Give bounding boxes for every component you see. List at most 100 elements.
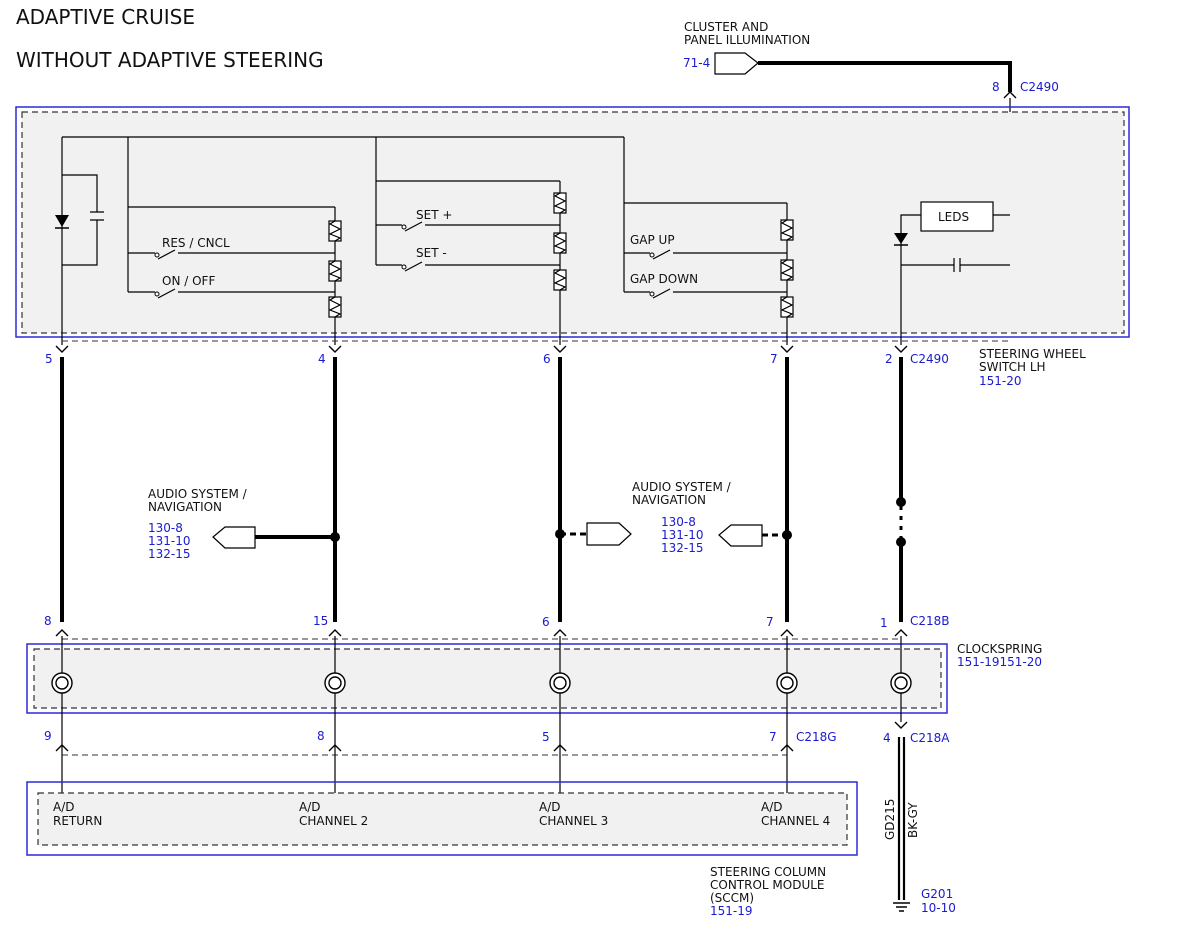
ground-ref-page: 10-10 bbox=[921, 901, 956, 915]
ground-wire-id: GD215 bbox=[883, 799, 897, 840]
sccm-ch4-line2: CHANNEL 4 bbox=[761, 814, 830, 828]
audio-right-connector-icon bbox=[718, 524, 763, 547]
ground-icon bbox=[893, 902, 910, 912]
pin-arrow bbox=[55, 345, 908, 353]
c218b-pin-8: 8 bbox=[44, 614, 52, 628]
audio-right-label-2: NAVIGATION bbox=[632, 493, 706, 507]
sccm-ch1-line1: A/D bbox=[53, 800, 75, 814]
clockspring-ref: 151-19151-20 bbox=[957, 655, 1042, 669]
resistor-zig bbox=[328, 260, 342, 282]
audio-left-ref-2: 131-10 bbox=[148, 534, 191, 548]
audio-mid-connector-icon bbox=[586, 522, 632, 546]
cluster-connector-icon bbox=[714, 52, 759, 75]
steering-wheel-switch-box bbox=[15, 106, 1130, 338]
switch-res-cncl-label: RES / CNCL bbox=[162, 236, 230, 250]
swl-pin-6: 6 bbox=[543, 352, 551, 366]
resistor-zig bbox=[328, 220, 342, 242]
ground-ref: G201 bbox=[921, 887, 953, 901]
audio-left-label-1: AUDIO SYSTEM / bbox=[148, 487, 248, 501]
pin-arrow bbox=[55, 744, 794, 752]
switch-set-plus-icon bbox=[376, 221, 560, 232]
leds-box bbox=[920, 201, 994, 232]
cluster-pin: 8 bbox=[992, 80, 1000, 94]
switch-gap-down-label: GAP DOWN bbox=[630, 272, 698, 286]
audio-right-ref-1: 130-8 bbox=[661, 515, 696, 529]
ground-wire-color: BK-GY bbox=[906, 802, 920, 838]
switch-contact bbox=[649, 291, 655, 297]
sccm-ch3-line1: A/D bbox=[539, 800, 561, 814]
splice-dot bbox=[896, 497, 906, 507]
switch-gap-up-label: GAP UP bbox=[630, 233, 675, 247]
swl-connector: C2490 bbox=[910, 352, 949, 366]
cluster-connector: C2490 bbox=[1020, 80, 1059, 94]
switch-contact bbox=[649, 252, 655, 258]
swl-pin-5: 5 bbox=[45, 352, 53, 366]
splice-dot bbox=[896, 537, 906, 547]
steering-wheel-switch-ref: 151-20 bbox=[979, 374, 1022, 388]
sccm-ref: 151-19 bbox=[710, 904, 753, 918]
c218b-pin-15: 15 bbox=[313, 614, 328, 628]
resistor-zig bbox=[553, 269, 567, 291]
sccm-ch4-line1: A/D bbox=[761, 800, 783, 814]
diagram-title: ADAPTIVE CRUISE bbox=[16, 5, 195, 29]
swl-pin-4: 4 bbox=[318, 352, 326, 366]
cluster-label-1: CLUSTER AND bbox=[684, 20, 768, 34]
cluster-label-2: PANEL ILLUMINATION bbox=[684, 33, 810, 47]
audio-left-label-2: NAVIGATION bbox=[148, 500, 222, 514]
leds-label: LEDS bbox=[938, 210, 969, 224]
resistor-zig bbox=[553, 192, 567, 214]
led-diode-icon bbox=[894, 233, 908, 244]
sccm-ch2-line2: CHANNEL 2 bbox=[299, 814, 368, 828]
sccm-label-1: STEERING COLUMN bbox=[710, 865, 826, 879]
audio-right-ref-3: 132-15 bbox=[661, 541, 704, 555]
resistor-zig bbox=[328, 296, 342, 318]
c218g-connector: C218G bbox=[796, 730, 837, 744]
switch-set-minus-icon bbox=[376, 261, 560, 272]
clockspring-label: CLOCKSPRING bbox=[957, 642, 1042, 656]
splice-dot bbox=[330, 532, 340, 542]
sccm-label-3: (SCCM) bbox=[710, 891, 754, 905]
switch-res-cncl-icon bbox=[128, 249, 335, 260]
sccm-ch3-line2: CHANNEL 3 bbox=[539, 814, 608, 828]
audio-right-label-1: AUDIO SYSTEM / bbox=[632, 480, 732, 494]
pin-arrow bbox=[55, 629, 908, 637]
c218g-pin-8: 8 bbox=[317, 729, 325, 743]
sccm-label-2: CONTROL MODULE bbox=[710, 878, 825, 892]
sccm-ch1-line2: RETURN bbox=[53, 814, 102, 828]
audio-left-connector-icon bbox=[212, 526, 256, 549]
cluster-wire bbox=[758, 61, 1012, 92]
resistor-zig bbox=[780, 259, 794, 281]
cluster-pin-arrow bbox=[1003, 91, 1017, 99]
sccm-box bbox=[26, 781, 858, 856]
diode-left-icon bbox=[55, 215, 69, 227]
leds-wiring bbox=[900, 214, 1010, 345]
resistor-zig bbox=[780, 296, 794, 318]
clockspring-box bbox=[26, 643, 948, 714]
resistor-zig bbox=[553, 232, 567, 254]
switch-gap-down-icon bbox=[624, 288, 787, 299]
led-capacitor-icon bbox=[953, 258, 961, 272]
switch-gap-up-icon bbox=[624, 249, 787, 260]
capacitor-left-icon bbox=[62, 174, 104, 266]
splice-dot bbox=[782, 530, 792, 540]
clockspring-coil-icon bbox=[51, 672, 912, 694]
resistor-zig bbox=[780, 219, 794, 241]
c218b-pin-1: 1 bbox=[880, 616, 888, 630]
c218g-pin-7: 7 bbox=[769, 730, 777, 744]
switch-on-off-icon bbox=[128, 288, 335, 299]
c218b-pin-7: 7 bbox=[766, 615, 774, 629]
c218b-connector: C218B bbox=[910, 614, 950, 628]
c218a-pin-4: 4 bbox=[883, 731, 891, 745]
switch-contact bbox=[401, 264, 407, 270]
pin-arrow bbox=[894, 721, 908, 729]
steering-wheel-switch-label-2: SWITCH LH bbox=[979, 360, 1046, 374]
audio-left-ref-1: 130-8 bbox=[148, 521, 183, 535]
diagram-subtitle: WITHOUT ADAPTIVE STEERING bbox=[16, 48, 324, 72]
sccm-ch2-line1: A/D bbox=[299, 800, 321, 814]
c218b-pin-6: 6 bbox=[542, 615, 550, 629]
swl-pin-2: 2 bbox=[885, 352, 893, 366]
c218g-pin-5: 5 bbox=[542, 730, 550, 744]
audio-right-ref-2: 131-10 bbox=[661, 528, 704, 542]
switch-on-off-label: ON / OFF bbox=[162, 274, 215, 288]
